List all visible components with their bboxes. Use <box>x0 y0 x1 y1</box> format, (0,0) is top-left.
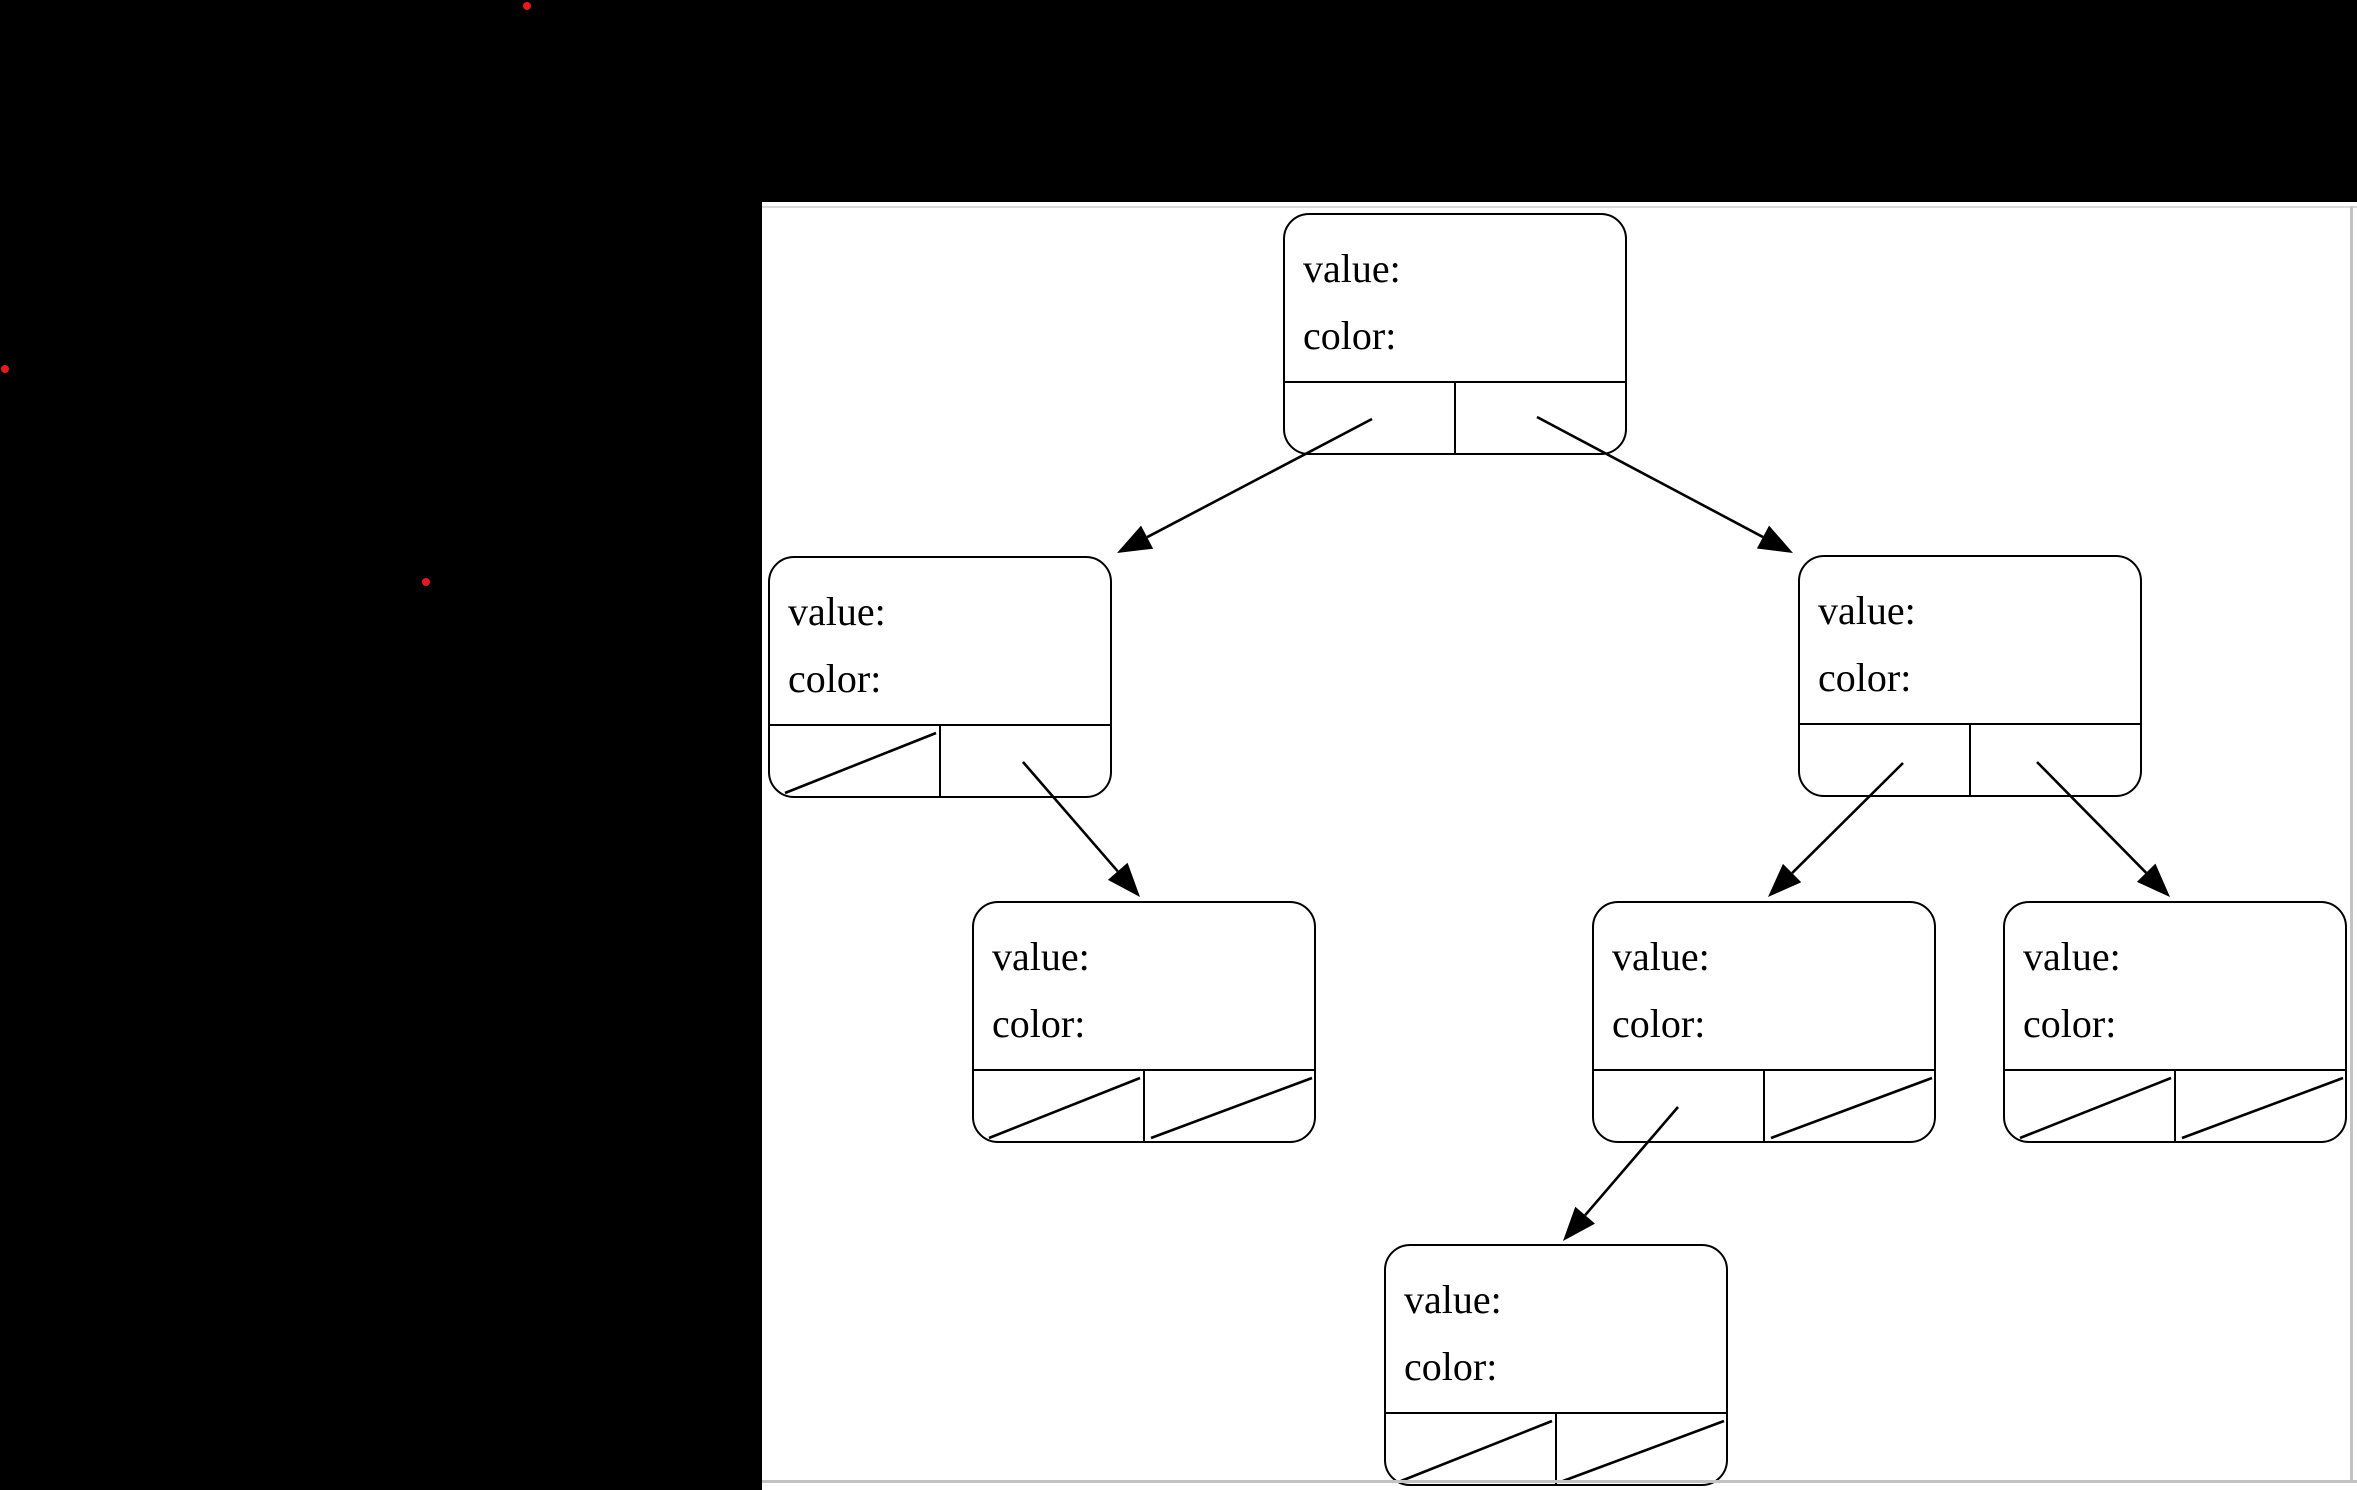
pointer-cell-divider <box>1763 1071 1765 1141</box>
node-value-label: value: <box>1303 246 1401 291</box>
red-dot <box>523 2 531 10</box>
tree-node-left-child: value: color: <box>768 556 1112 798</box>
node-color-label: color: <box>2023 1001 2117 1046</box>
pointer-cell-divider <box>1555 1414 1557 1484</box>
pointer-row <box>1386 1412 1726 1484</box>
viewport-frame-bottom <box>762 1480 2357 1483</box>
pointer-cell-divider <box>1454 383 1456 453</box>
node-color-label: color: <box>992 1001 1086 1046</box>
node-value-label: value: <box>1404 1277 1502 1322</box>
node-color-label: color: <box>1404 1344 1498 1389</box>
node-color-label: color: <box>1818 655 1912 700</box>
red-dot <box>422 578 430 586</box>
node-color-label: color: <box>1612 1001 1706 1046</box>
tree-node-bottom-child: value: color: <box>1384 1244 1728 1486</box>
pointer-row <box>2005 1069 2345 1141</box>
pointer-cell-divider <box>1143 1071 1145 1141</box>
node-value-label: value: <box>2023 934 2121 979</box>
node-color-label: color: <box>788 656 882 701</box>
node-value-label: value: <box>1612 934 1710 979</box>
viewport-frame-right <box>2350 206 2353 1483</box>
pointer-row <box>1594 1069 1934 1141</box>
tree-node-right-left-child: value: color: <box>1592 901 1936 1143</box>
pointer-cell-divider <box>1969 725 1971 795</box>
tree-node-right-right-child: value: color: <box>2003 901 2347 1143</box>
node-value-label: value: <box>1818 588 1916 633</box>
node-value-label: value: <box>788 589 886 634</box>
node-value-label: value: <box>992 934 1090 979</box>
tree-node-left-right-child: value: color: <box>972 901 1316 1143</box>
pointer-row <box>1285 381 1625 453</box>
pointer-cell-divider <box>939 726 941 796</box>
viewport-frame-top <box>762 206 2357 208</box>
pointer-row <box>1800 723 2140 795</box>
tree-node-right-child: value: color: <box>1798 555 2142 797</box>
pointer-row <box>974 1069 1314 1141</box>
pointer-cell-divider <box>2174 1071 2176 1141</box>
pointer-row <box>770 724 1110 796</box>
red-dot <box>1 365 9 373</box>
tree-node-root: value: color: <box>1283 213 1627 455</box>
node-color-label: color: <box>1303 313 1397 358</box>
